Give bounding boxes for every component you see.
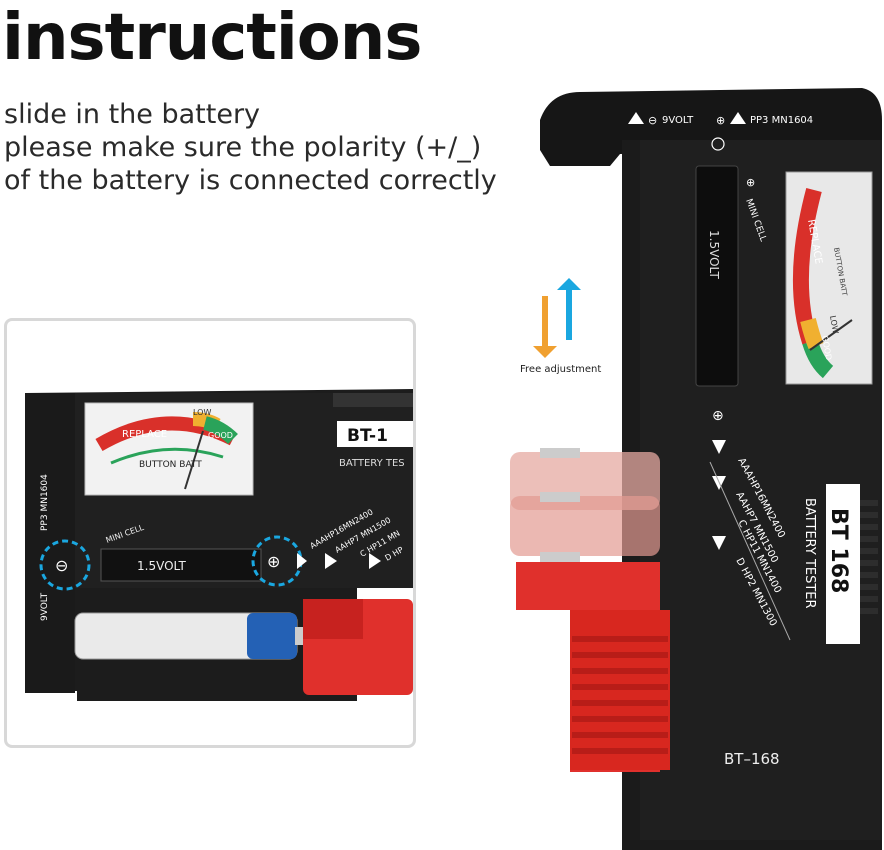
free-adjustment-label: Free adjustment xyxy=(520,364,602,375)
closeup-inset: REPLACE LOW GOOD BUTTON BATT BT-1 BATTER… xyxy=(4,318,416,748)
slot-label: 1.5VOLT xyxy=(137,559,187,573)
top-pp3-label: PP3 MN1604 xyxy=(750,115,813,126)
battery-tester-device: ⊖ 9VOLT ⊕ PP3 MN1604 1.5VOLT ⊕ MINI CELL… xyxy=(510,88,882,850)
minus-icon: ⊖ xyxy=(55,556,68,575)
free-adjustment-arrows xyxy=(533,278,581,358)
page-title: instructions xyxy=(2,1,422,75)
plus-icon: ⊕ xyxy=(267,552,280,571)
slot-label: 1.5VOLT xyxy=(707,230,721,280)
model-short-label: BT-1 xyxy=(347,426,388,446)
svg-text:⊕: ⊕ xyxy=(746,176,755,189)
side-pp3-label: PP3 MN1604 xyxy=(40,474,50,531)
instruction-line: slide in the battery xyxy=(4,99,261,130)
meter-low-label: LOW xyxy=(828,315,840,335)
meter-replace-label: REPLACE xyxy=(122,429,167,440)
svg-text:⊕: ⊕ xyxy=(716,114,725,127)
instruction-text: slide in the battery please make sure th… xyxy=(4,98,497,197)
closeup-illustration: REPLACE LOW GOOD BUTTON BATT BT-1 BATTER… xyxy=(25,389,413,701)
meter-button-batt-label: BUTTON BATT xyxy=(139,460,202,470)
meter-good-label: GOOD xyxy=(820,335,833,361)
instruction-line: of the battery is connected correctly xyxy=(4,165,497,196)
svg-text:⊖: ⊖ xyxy=(648,114,657,127)
model-badge: BT 168 xyxy=(826,508,851,593)
battery-tester-label: BATTERY TESTER xyxy=(802,498,817,609)
meter-low-label: LOW xyxy=(193,408,211,417)
svg-text:⊕: ⊕ xyxy=(712,408,724,424)
instruction-line: please make sure the polarity (+/_) xyxy=(4,132,482,163)
model-label: BT–168 xyxy=(724,750,780,768)
tester-short-label: BATTERY TES xyxy=(339,458,405,469)
top-9volt-label: 9VOLT xyxy=(662,115,694,126)
side-9volt-label: 9VOLT xyxy=(40,592,50,621)
meter-good-label: GOOD xyxy=(208,431,233,440)
